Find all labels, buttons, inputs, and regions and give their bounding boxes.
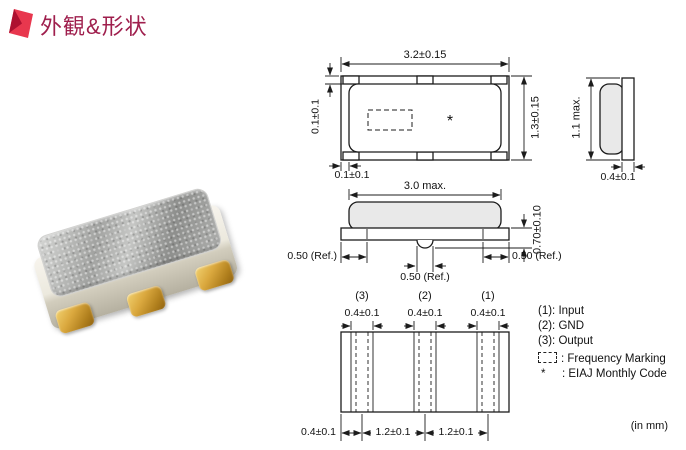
pad-number-1: (1)	[481, 290, 495, 302]
pad-width-dim-label: 0.4±0.1	[470, 307, 506, 319]
end-view	[586, 77, 645, 172]
pitch-dim-label: 1.2±0.1	[434, 426, 478, 439]
right-ref-dim-label: 0.50 (Ref.)	[512, 250, 562, 262]
cap-side	[348, 201, 502, 231]
brand-logo-icon	[9, 9, 33, 38]
pad-number-2: (2)	[418, 290, 432, 302]
edge-dim-label: 0.4±0.1	[301, 426, 336, 438]
monthly-code-label: : EIAJ Monthly Code	[562, 368, 667, 380]
pad-width-dim-label: 0.4±0.1	[407, 307, 443, 319]
pitch-dim-label: 1.2±0.1	[371, 426, 415, 439]
top-width-dim-label: 3.2±0.15	[403, 49, 447, 61]
center-electrode-bump	[416, 239, 434, 249]
end-height-dim-label: 1.1 max.	[570, 96, 583, 139]
cap-profile	[599, 83, 625, 155]
center-ref-dim-label: 0.50 (Ref.)	[400, 271, 450, 283]
package-bottom-outline	[340, 331, 510, 413]
pad-offset-horizontal-label: 0.1±0.1	[334, 169, 370, 181]
legend: (1): Input (2): GND (3): Output : Freque…	[538, 304, 667, 382]
corner-pad	[342, 151, 360, 161]
legend-item-output: (3): Output	[538, 335, 593, 347]
pad-number-3: (3)	[355, 290, 369, 302]
logo-shape-dark	[9, 9, 22, 33]
center-pad	[416, 151, 434, 161]
frequency-marking-icon	[538, 352, 557, 363]
legend-item-input: (1): Input	[538, 305, 585, 317]
monthly-code-mark: *	[446, 113, 454, 130]
legend-monthly-code: * : EIAJ Monthly Code	[538, 367, 667, 382]
page-title: 外観&形状	[40, 14, 148, 39]
end-terminal-width-label: 0.4±0.1	[600, 171, 636, 183]
corner-pad	[490, 75, 508, 85]
bottom-view	[340, 321, 510, 441]
corner-pad	[342, 75, 360, 85]
cap-outline	[348, 83, 502, 153]
pad-width-dim-label: 0.4±0.1	[344, 307, 380, 319]
center-pad	[416, 75, 434, 85]
legend-item-gnd: (2): GND	[538, 320, 584, 332]
legend-frequency-marking: : Frequency Marking	[538, 352, 667, 367]
front-view	[340, 189, 532, 272]
top-view	[325, 57, 532, 171]
front-width-dim-label: 3.0 max.	[403, 180, 447, 192]
substrate-side	[340, 227, 510, 241]
asterisk-mark: *	[541, 368, 546, 380]
corner-pad	[490, 151, 508, 161]
top-height-dim-label: 1.3±0.15	[529, 96, 542, 139]
left-ref-dim-label: 0.50 (Ref.)	[287, 250, 337, 262]
unit-note: (in mm)	[630, 420, 668, 432]
pad-offset-vertical-label: 0.1±0.1	[309, 99, 322, 134]
substrate-profile	[621, 77, 635, 161]
frequency-marking-label: : Frequency Marking	[561, 353, 666, 365]
